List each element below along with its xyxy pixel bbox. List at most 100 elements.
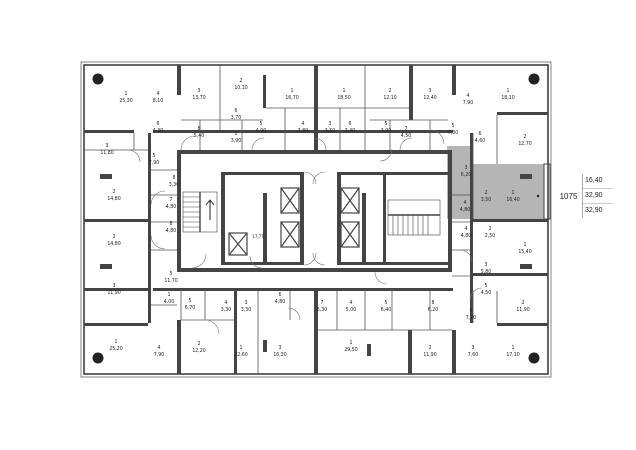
elevator-mark: 17,7Т bbox=[252, 234, 264, 240]
room-number: 5 bbox=[452, 123, 455, 129]
room-number: 4 bbox=[157, 91, 160, 97]
room-number: 2 bbox=[485, 190, 488, 196]
room-area: 5,40 bbox=[194, 133, 204, 139]
room-number: 2 bbox=[113, 189, 116, 195]
room-area: 8,10 bbox=[153, 98, 163, 104]
room-area: 16,30 bbox=[273, 352, 286, 358]
room-area: 29,50 bbox=[344, 347, 357, 353]
room-number: 1 bbox=[512, 345, 515, 351]
room-area: 4,60 bbox=[475, 138, 485, 144]
room-number: 6 bbox=[349, 121, 352, 127]
room-area: 11,90 bbox=[423, 352, 436, 358]
room-number: 2 bbox=[524, 134, 527, 140]
room-area: 4,50 bbox=[401, 133, 411, 139]
room-area: 12,40 bbox=[423, 95, 436, 101]
room-area: 12,60 bbox=[234, 352, 247, 358]
stairwells bbox=[182, 191, 441, 236]
room-area: 16,40 bbox=[506, 197, 519, 203]
room-area: 12,20 bbox=[192, 348, 205, 354]
room-area: 7,90 bbox=[149, 160, 159, 166]
room-number: 6 bbox=[479, 131, 482, 137]
room-number: 8 bbox=[173, 175, 176, 181]
room-area: 6,30 bbox=[317, 307, 327, 313]
elevator-shafts bbox=[228, 187, 360, 256]
room-number: 7 bbox=[321, 300, 324, 306]
room-area: 4,80 bbox=[275, 299, 285, 305]
apartment-info-box: 1075 16,40 32,90 32,90 bbox=[555, 174, 613, 218]
room-number: 3 bbox=[198, 88, 201, 94]
room-area: 11,70 bbox=[164, 278, 177, 284]
room-area: 4,80 bbox=[166, 204, 176, 210]
room-number: 8 bbox=[198, 126, 201, 132]
room-number: 2 bbox=[240, 78, 243, 84]
room-number: 2 bbox=[522, 300, 525, 306]
room-number: 4 bbox=[158, 345, 161, 351]
room-number: 1 bbox=[350, 340, 353, 346]
loggia bbox=[543, 163, 551, 220]
room-area: 16,70 bbox=[285, 95, 298, 101]
room-area: 4,80 bbox=[460, 207, 470, 213]
room-number: 6 bbox=[235, 108, 238, 114]
room-area: 10,10 bbox=[234, 85, 247, 91]
room-number: 3 bbox=[465, 165, 468, 171]
room-number: 6 bbox=[170, 221, 173, 227]
room-number: 1 bbox=[240, 345, 243, 351]
room-area: 4,80 bbox=[461, 233, 471, 239]
apartment-number: 1075 bbox=[555, 174, 583, 218]
room-number: 3 bbox=[329, 121, 332, 127]
room-area: 3,30 bbox=[221, 307, 231, 313]
highlighted-apartment-hatch bbox=[447, 146, 473, 164]
room-number: 2 bbox=[198, 341, 201, 347]
room-area: 3,30 bbox=[169, 182, 179, 188]
stair-direction-arrow-icon bbox=[205, 199, 215, 220]
room-area: 7,30 bbox=[448, 130, 458, 136]
room-area: 3,90 bbox=[381, 128, 391, 134]
room-number: 4 bbox=[464, 200, 467, 206]
room-number: 1 bbox=[291, 88, 294, 94]
room-area: 25,20 bbox=[109, 346, 122, 352]
room-number: 6 bbox=[279, 292, 282, 298]
room-number: 2 bbox=[429, 345, 432, 351]
room-number: 2 bbox=[389, 88, 392, 94]
room-number: 1 bbox=[115, 339, 118, 345]
room-area: 4,80 bbox=[166, 228, 176, 234]
room-area: 4,90 bbox=[256, 128, 266, 134]
room-area: 3,50 bbox=[481, 197, 491, 203]
room-area: 5,00 bbox=[346, 307, 356, 313]
room-area: 12,10 bbox=[383, 95, 396, 101]
room-area: 3,70 bbox=[231, 115, 241, 121]
room-area: 3,30 bbox=[241, 307, 251, 313]
room-area: 15,40 bbox=[518, 249, 531, 255]
room-number: 3 bbox=[429, 88, 432, 94]
room-number: 3 bbox=[245, 300, 248, 306]
room-number: 4 bbox=[465, 226, 468, 232]
room-area: 3,50 bbox=[325, 128, 335, 134]
room-number: 1 bbox=[235, 131, 238, 137]
room-number: 3 bbox=[485, 262, 488, 268]
room-number: 5 bbox=[485, 283, 488, 289]
room-number: 4 bbox=[302, 121, 305, 127]
room-number: 3 bbox=[279, 345, 282, 351]
room-number: 1 bbox=[168, 292, 171, 298]
room-area: 11,80 bbox=[100, 150, 113, 156]
door-swings bbox=[127, 129, 483, 335]
room-area: 3,40 bbox=[345, 128, 355, 134]
room-number: 2 bbox=[113, 234, 116, 240]
room-number: 5 bbox=[385, 121, 388, 127]
highlighted-apartment[interactable] bbox=[447, 164, 544, 219]
structural-walls bbox=[84, 65, 548, 374]
room-number: 8 bbox=[432, 300, 435, 306]
room-number: 3 bbox=[472, 345, 475, 351]
room-area: 7,90 bbox=[463, 100, 473, 106]
room-area: 4,50 bbox=[481, 290, 491, 296]
room-number: 4 bbox=[467, 93, 470, 99]
room-area: 11,90 bbox=[107, 290, 120, 296]
room-area: 18,50 bbox=[337, 95, 350, 101]
room-area: 12,70 bbox=[518, 141, 531, 147]
room-number: 5 bbox=[189, 298, 192, 304]
room-area: 3,80 bbox=[298, 128, 308, 134]
room-number: 4 bbox=[350, 300, 353, 306]
room-number: 3 bbox=[113, 283, 116, 289]
room-number: 5 bbox=[260, 121, 263, 127]
